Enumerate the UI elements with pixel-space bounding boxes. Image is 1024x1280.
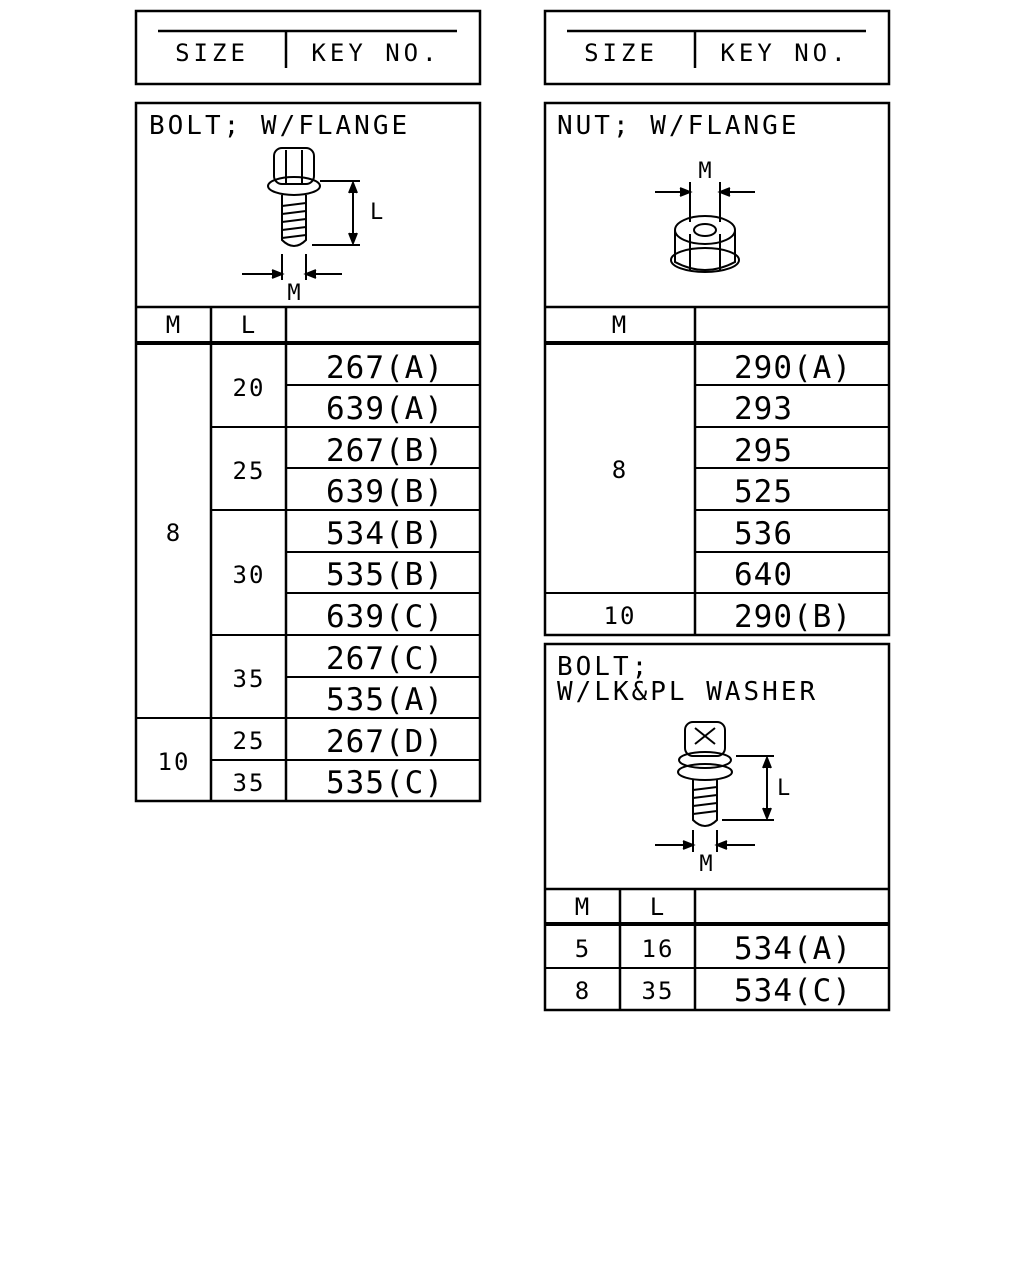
size-m-cell: 8 — [575, 977, 591, 1005]
size-key-header-left: SIZE KEY NO. — [134, 9, 482, 86]
size-l-cell: 35 — [233, 665, 266, 693]
size-key-header-right: SIZE KEY NO. — [543, 9, 891, 86]
key-no-cell: 535(B) — [326, 557, 444, 593]
key-no-label: KEY NO. — [720, 39, 849, 67]
key-no-cell: 267(D) — [326, 724, 444, 760]
col-m-header: M — [612, 311, 628, 339]
key-no-cell: 534(C) — [734, 973, 852, 1009]
size-label: SIZE — [175, 39, 249, 67]
dim-m-label: M — [699, 852, 712, 877]
size-l-cell: 30 — [233, 561, 266, 589]
key-no-cell: 267(A) — [326, 350, 444, 386]
flange-bolt-icon — [242, 147, 360, 280]
col-l-header: L — [650, 893, 666, 921]
key-no-cell: 267(B) — [326, 433, 444, 469]
size-m-cell: 5 — [575, 935, 591, 963]
key-no-cell: 639(C) — [326, 599, 444, 635]
size-m-cell: 10 — [604, 602, 637, 630]
bolt-flange-title: BOLT; W/FLANGE — [149, 111, 410, 141]
flange-nut-icon — [655, 182, 755, 273]
size-l-cell: 35 — [642, 977, 675, 1005]
key-no-label: KEY NO. — [311, 39, 440, 67]
nut-flange-title: NUT; W/FLANGE — [557, 111, 800, 141]
dim-l-label: L — [777, 776, 790, 801]
col-l-header: L — [241, 311, 257, 339]
col-m-header: M — [166, 311, 182, 339]
key-no-cell: 535(C) — [326, 765, 444, 801]
bolt-flange-table: BOLT; W/FLANGE L — [134, 101, 482, 803]
key-no-cell: 290(B) — [734, 599, 852, 635]
dim-l-label: L — [370, 200, 383, 225]
size-m-cell: 8 — [612, 456, 628, 484]
key-no-cell: 536 — [734, 516, 793, 552]
key-no-cell: 535(A) — [326, 682, 444, 718]
size-m-cell: 10 — [158, 748, 191, 776]
key-no-cell: 639(A) — [326, 391, 444, 427]
key-no-cell: 639(B) — [326, 474, 444, 510]
key-no-cell: 534(A) — [734, 931, 852, 967]
key-no-cell: 640 — [734, 557, 793, 593]
bolt-washer-title-line1: BOLT; — [557, 652, 650, 682]
key-no-cell: 290(A) — [734, 350, 852, 386]
key-no-cell: 267(C) — [326, 641, 444, 677]
bolt-washer-table: BOLT; W/LK&PL WASHER — [543, 642, 891, 1012]
size-m-cell: 8 — [166, 519, 182, 547]
col-m-header: M — [575, 893, 591, 921]
key-no-cell: 293 — [734, 391, 793, 427]
key-no-cell: 534(B) — [326, 516, 444, 552]
nut-flange-table: NUT; W/FLANGE M M 8 10 290(A) 293 295 52… — [543, 101, 891, 637]
size-l-cell: 25 — [233, 457, 266, 485]
key-no-cell: 525 — [734, 474, 793, 510]
key-no-cell: 295 — [734, 433, 793, 469]
size-l-cell: 35 — [233, 769, 266, 797]
dim-m-label: M — [287, 281, 300, 306]
size-label: SIZE — [584, 39, 658, 67]
dim-m-label: M — [698, 159, 711, 184]
washer-bolt-icon — [655, 721, 774, 852]
size-l-cell: 25 — [233, 727, 266, 755]
size-l-cell: 16 — [642, 935, 675, 963]
bolt-washer-title-line2: W/LK&PL WASHER — [557, 677, 818, 707]
size-l-cell: 20 — [233, 374, 266, 402]
